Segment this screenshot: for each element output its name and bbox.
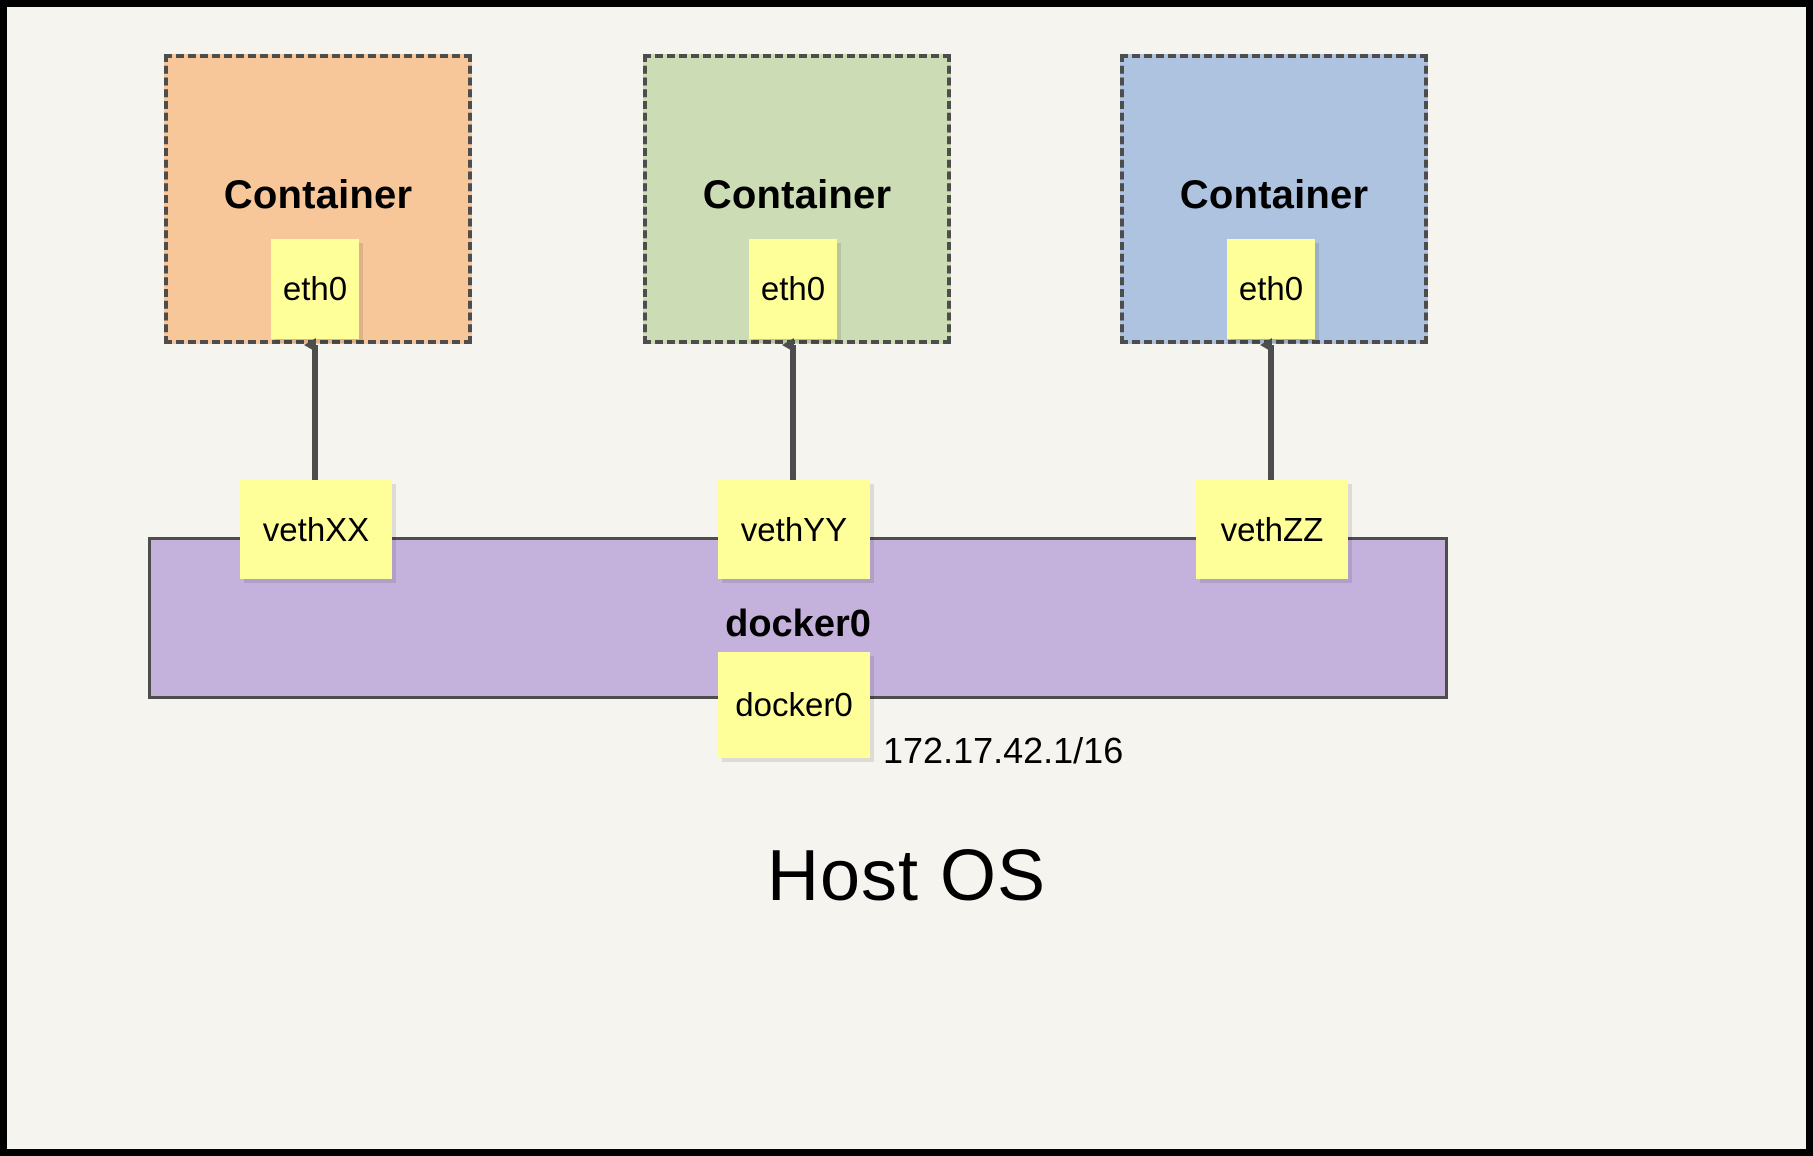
arrow-eth0-vethxx [304,338,326,492]
eth0-label-2: eth0 [760,270,826,307]
veth-label-3: vethZZ [1220,510,1324,548]
container-title-1: Container [223,173,413,217]
docker0-ip-label: 172.17.42.1/16 [883,730,1124,771]
arrow-eth0-vethzz [1260,338,1282,492]
eth0-box-1: eth0 [271,239,359,339]
docker0-bar-label: docker0 [725,603,871,645]
eth0-box-2: eth0 [749,239,837,339]
eth0-label-1: eth0 [282,270,348,307]
host-os-label: Host OS [766,836,1047,916]
docker0-iface-box: docker0 [718,652,870,758]
veth-box-1: vethXX [240,480,392,579]
veth-label-2: vethYY [740,510,848,548]
veth-box-2: vethYY [718,480,870,579]
eth0-box-3: eth0 [1227,239,1315,339]
veth-box-3: vethZZ [1196,480,1348,579]
eth0-label-3: eth0 [1238,270,1304,307]
docker0-iface-label: docker0 [735,686,853,723]
arrow-eth0-vethyy [782,338,804,492]
container-title-3: Container [1179,173,1369,217]
container-title-2: Container [702,173,892,217]
veth-label-1: vethXX [262,510,370,548]
